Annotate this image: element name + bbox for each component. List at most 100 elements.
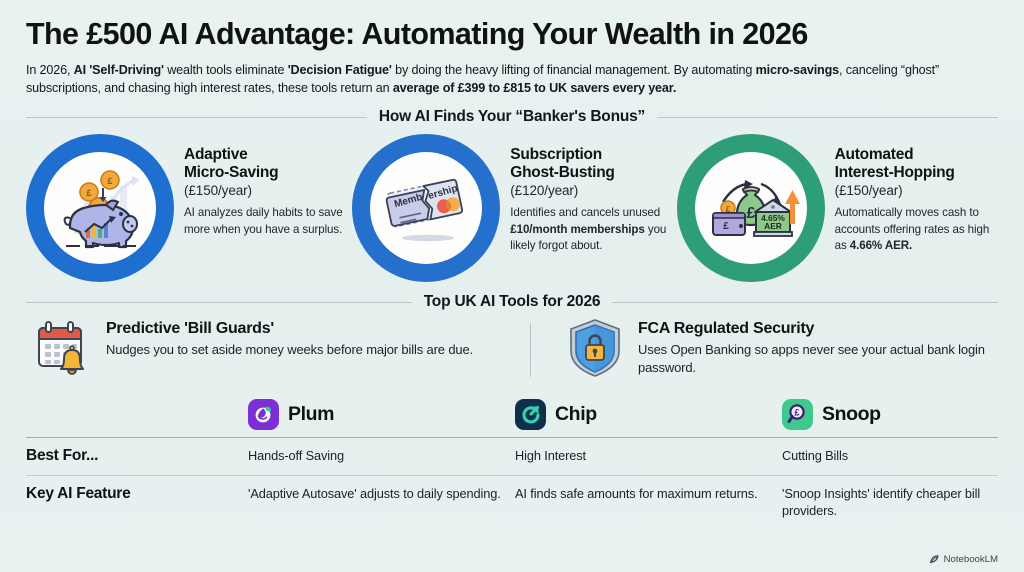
pillar-3-icon-disc: £ £ £ 4.65% AER <box>694 152 807 265</box>
table-header-row: Plum Chip <box>26 391 998 437</box>
pillar-3-amount: (£150/year) <box>834 183 903 199</box>
tool-1-title: Predictive 'Bill Guards' <box>106 320 274 338</box>
cell-best-for-snoop: Cutting Bills <box>782 448 849 464</box>
tool-2-text: FCA Regulated Security Uses Open Banking… <box>626 317 996 376</box>
cell-key-feature-plum: 'Adaptive Autosave' adjusts to daily spe… <box>248 486 501 502</box>
pillar-1-body-text1: AI analyzes daily habits to save more wh… <box>184 206 343 236</box>
intro-bold-1: AI 'Self-Driving' <box>73 62 164 77</box>
torn-membership-card-icon: Memb ership <box>374 156 479 261</box>
tool-fca-regulated-security: FCA Regulated Security Uses Open Banking… <box>526 317 996 379</box>
pillar-3-title-line2: Interest-Hopping <box>834 163 955 181</box>
snoop-logo-icon: £ <box>782 398 813 430</box>
shield-lock-icon <box>570 319 620 377</box>
pillar-3-text: Automated Interest-Hopping (£150/year) A… <box>825 134 998 255</box>
plum-logo-icon <box>248 398 279 430</box>
pillars-row: £ £ £ <box>26 134 998 283</box>
tool-1-text: Predictive 'Bill Guards' Nudges you to s… <box>94 317 473 359</box>
tools-row: Predictive 'Bill Guards' Nudges you to s… <box>26 317 998 379</box>
tool-2-title: FCA Regulated Security <box>638 320 815 338</box>
pillar-1-icon-disc: £ £ £ <box>44 152 156 265</box>
brand-column-snoop: £ Snoop <box>782 398 1024 430</box>
aer-rate-label: 4.65% <box>761 213 785 223</box>
pillar-1-title-line2: Micro-Saving <box>184 163 279 181</box>
section-heading-how-ai-finds: How AI Finds Your “Banker's Bonus” <box>26 108 999 126</box>
svg-text:£: £ <box>86 188 91 198</box>
row-label-key-ai-feature: Key AI Feature <box>26 485 131 503</box>
intro-paragraph: In 2026, AI 'Self-Driving' wealth tools … <box>26 61 998 98</box>
tool-predictive-bill-guards: Predictive 'Bill Guards' Nudges you to s… <box>26 317 526 379</box>
notebooklm-icon <box>929 555 939 564</box>
tools-vertical-divider <box>530 323 531 378</box>
tool-1-body: Nudges you to set aside money weeks befo… <box>106 342 474 358</box>
pillar-3-ring: £ £ £ 4.65% AER <box>676 134 825 283</box>
brand-column-chip: Chip <box>515 398 782 430</box>
intro-bold-3: micro-savings <box>755 62 840 77</box>
pillar-3-title: Automated Interest-Hopping <box>835 146 998 181</box>
intro-text-2: wealth tools eliminate <box>163 62 288 77</box>
pillar-1-title-line1: Adaptive <box>184 146 248 164</box>
brand-column-plum: Plum <box>248 398 515 430</box>
intro-text-4: , canceling “ghost” subscriptions, and c… <box>26 62 940 95</box>
pillar-1-body: AI analyzes daily habits to save more wh… <box>184 205 352 238</box>
brand-plum-label: Plum <box>288 402 335 425</box>
pillar-2-body-text1: Identifies and cancels unused <box>510 206 661 220</box>
brand-chip[interactable]: Chip <box>515 398 782 430</box>
brand-plum[interactable]: Plum <box>248 398 515 430</box>
intro-bold-2: 'Decision Fatigue' <box>287 62 392 77</box>
pillar-adaptive-micro-saving: £ £ £ <box>26 134 352 283</box>
footer-attribution: NotebookLM <box>929 554 998 565</box>
pillar-2-ring: Memb ership <box>352 134 501 283</box>
pillar-1-amount: (£150/year) <box>184 183 252 199</box>
pillar-2-body-text2: you likely forgot about. <box>510 222 667 253</box>
cell-best-for-chip: High Interest <box>515 448 586 464</box>
cell-key-feature-chip: AI finds safe amounts for maximum return… <box>515 486 758 502</box>
divider-rule-right <box>657 116 999 118</box>
brand-snoop[interactable]: £ Snoop <box>782 398 1024 430</box>
calendar-bell-icon <box>38 321 84 375</box>
pillar-2-text: Subscription Ghost-Busting (£120/year) I… <box>500 134 676 255</box>
intro-bold-4: average of £399 to £815 to UK savers eve… <box>392 80 677 95</box>
pillar-2-body-bold: £10/month memberships <box>510 222 645 236</box>
row-label-best-for: Best For... <box>26 447 99 465</box>
divider-rule-right-2 <box>612 301 998 303</box>
money-bag-bank-transfer-icon: £ £ £ 4.65% AER <box>698 156 803 261</box>
pillar-3-body-bold: 4.66% AER. <box>849 239 913 253</box>
pillar-1-ring: £ £ £ <box>26 134 174 283</box>
tool-1-icon-wrap <box>32 317 94 379</box>
section-1-title: How AI Finds Your “Banker's Bonus” <box>378 108 646 126</box>
pillar-2-title-line1: Subscription <box>510 146 602 164</box>
svg-text:£: £ <box>746 205 755 222</box>
pillar-3-body-text1: Automatically moves cash to accounts off… <box>834 206 990 253</box>
footer-brand-label: NotebookLM <box>943 554 998 565</box>
pillar-2-title: Subscription Ghost-Busting <box>510 146 676 181</box>
section-2-title: Top UK AI Tools for 2026 <box>423 293 601 311</box>
table-row: Best For... Hands-off Saving High Intere… <box>26 438 998 475</box>
tool-2-icon-wrap <box>564 317 626 379</box>
brand-chip-label: Chip <box>555 402 597 425</box>
pillar-subscription-ghost-busting: Memb ership Subscription Ghost-Busting (… <box>352 134 676 283</box>
divider-rule-left-2 <box>26 301 412 303</box>
table-rule-2 <box>26 475 998 477</box>
pillar-3-title-line1: Automated <box>834 146 914 164</box>
pillar-1-title: Adaptive Micro-Saving <box>184 146 352 181</box>
intro-text-1: In 2026, <box>26 62 74 77</box>
aer-unit-label: AER <box>764 221 782 231</box>
table-row: Key AI Feature 'Adaptive Autosave' adjus… <box>26 476 998 530</box>
pillar-automated-interest-hopping: £ £ £ 4.65% AER <box>676 134 998 283</box>
brand-snoop-label: Snoop <box>822 402 881 425</box>
pillar-2-body: Identifies and cancels unused £10/month … <box>510 205 676 254</box>
section-heading-top-uk-tools: Top UK AI Tools for 2026 <box>26 293 998 311</box>
divider-rule-left <box>26 116 367 118</box>
svg-text:£: £ <box>725 205 730 214</box>
intro-text-3: by doing the heavy lifting of financial … <box>391 62 756 77</box>
piggy-bank-coins-icon: £ £ £ <box>48 156 152 261</box>
svg-text:£: £ <box>107 176 112 186</box>
table-rule-1 <box>26 437 998 439</box>
cell-best-for-plum: Hands-off Saving <box>248 448 345 464</box>
pillar-2-icon-disc: Memb ership <box>370 152 483 265</box>
pillar-2-title-line2: Ghost-Busting <box>510 163 615 181</box>
pillar-3-body: Automatically moves cash to accounts off… <box>835 205 998 254</box>
tool-2-body: Uses Open Banking so apps never see your… <box>638 342 985 375</box>
cell-key-feature-snoop: 'Snoop Insights' identify cheaper bill p… <box>782 486 981 519</box>
